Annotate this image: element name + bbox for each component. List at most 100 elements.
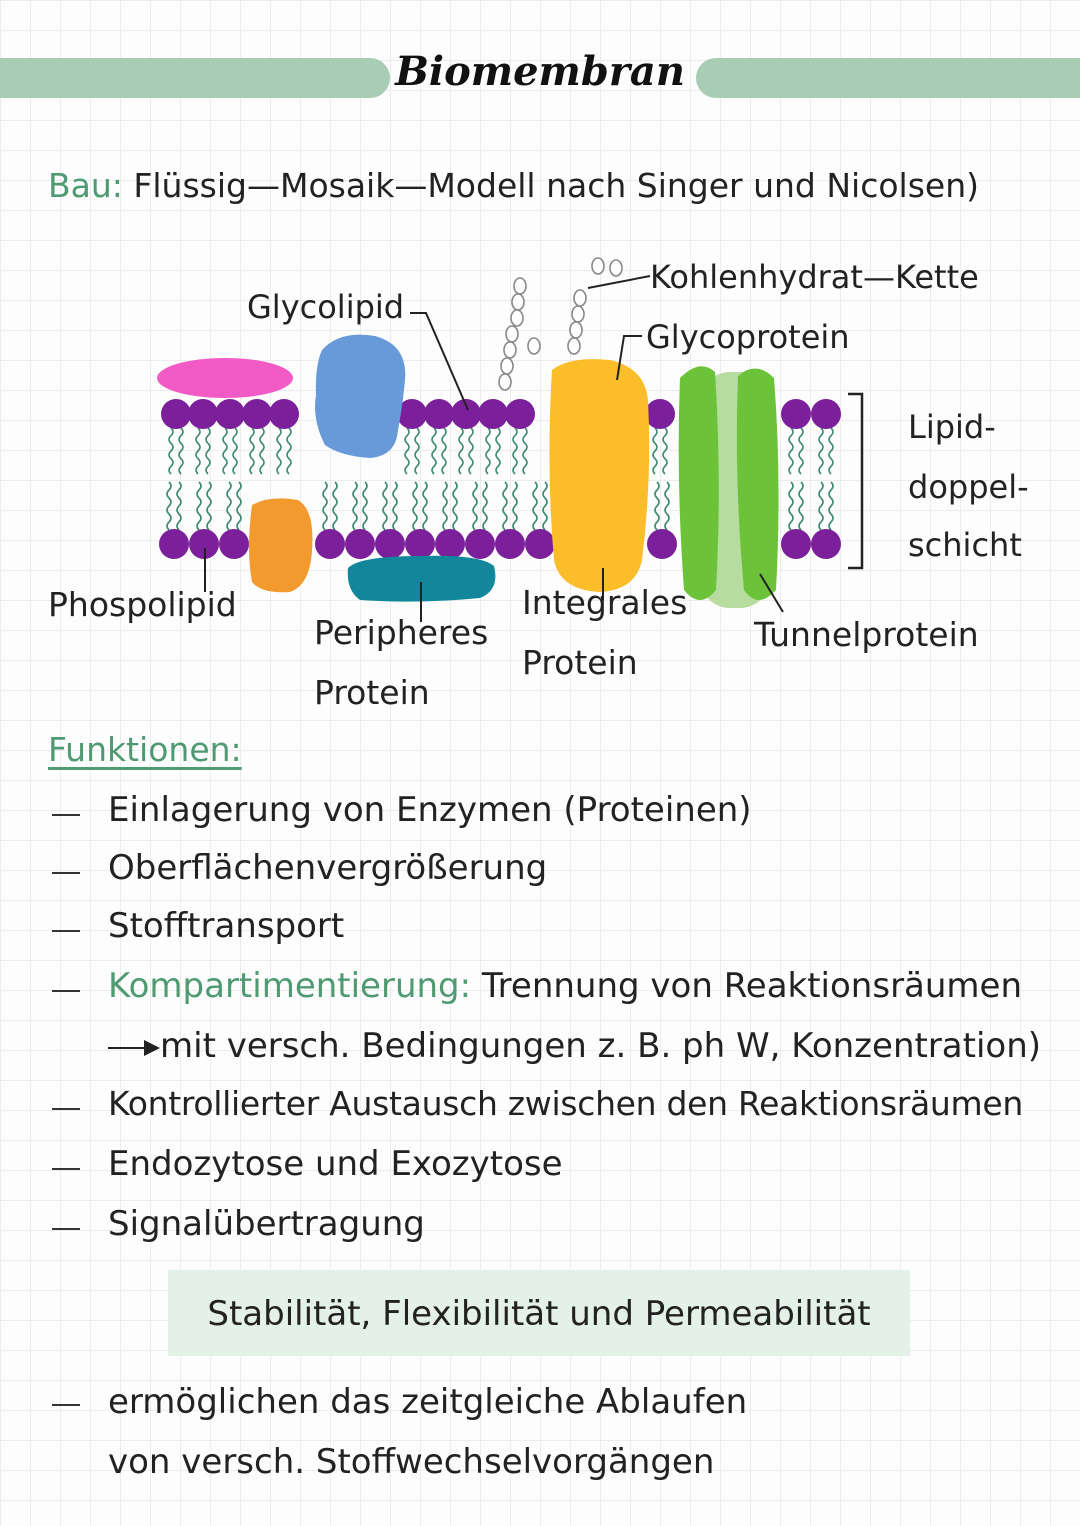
sugar-unit <box>513 277 527 295</box>
highlight-box <box>168 1270 910 1356</box>
functions-heading: Funktionen: <box>48 730 242 769</box>
lipid-head-bottom <box>219 529 249 559</box>
dash-6 <box>52 1168 80 1170</box>
lipid-head-bottom <box>647 529 677 559</box>
teal-peripheral-protein <box>347 555 496 602</box>
title-band-right <box>696 58 1080 98</box>
pink-peripheral-protein <box>157 358 293 398</box>
lipid-head-bottom <box>159 529 189 559</box>
kompartiment-sub-text: mit versch. Bedingungen z. B. ph W, Konz… <box>160 1026 1042 1066</box>
lipid-head-bottom <box>435 529 465 559</box>
lipid-head-bottom <box>345 529 375 559</box>
highlight-text: Stabilität, Flexibilität und Permeabilit… <box>207 1294 871 1334</box>
title-band-left <box>0 58 390 98</box>
lipid-head-top <box>269 399 299 429</box>
sugar-unit <box>505 325 519 343</box>
lipid-tail <box>236 481 242 531</box>
dash-1 <box>52 814 80 816</box>
lipid-tail <box>206 481 212 531</box>
kompartiment-term: Kompartimentierung: <box>108 966 472 1006</box>
function-item-1: Einlagerung von Enzymen (Proteinen) <box>108 790 752 830</box>
lipid-heads <box>159 399 841 559</box>
sugar-unit <box>511 293 525 311</box>
lipid-tail <box>818 481 824 531</box>
lipid-tail <box>414 427 420 475</box>
label-integrales-1: Integrales <box>522 583 687 622</box>
lipid-tail <box>652 427 658 475</box>
lipid-tail <box>828 427 834 475</box>
membrane-diagram: Glycolipid Kohlenhydrat—Kette Glycoprote… <box>48 257 1029 712</box>
orange-protein <box>249 498 313 593</box>
yellow-integral-protein <box>549 359 650 592</box>
tunnel-protein-left <box>678 366 719 600</box>
sugar-unit <box>510 309 524 327</box>
lipid-head-top <box>451 399 481 429</box>
label-lipid-3: schicht <box>908 526 1022 564</box>
lipid-tail <box>798 481 804 531</box>
lipid-tail <box>482 481 488 531</box>
sugar-unit <box>498 373 512 391</box>
sugar-unit <box>503 341 517 359</box>
lipid-tail <box>441 427 447 475</box>
sugar-unit <box>571 305 585 323</box>
arrow-icon <box>108 1038 160 1058</box>
lipid-tail <box>226 481 232 531</box>
lipid-tail <box>222 427 228 475</box>
lipid-head-bottom <box>465 529 495 559</box>
sugar-unit <box>500 357 514 375</box>
lipid-tail <box>422 481 428 531</box>
lipid-tail <box>532 481 538 531</box>
sugar-unit <box>569 321 583 339</box>
lipid-tail <box>382 481 388 531</box>
lipid-head-bottom <box>781 529 811 559</box>
lipid-tail <box>788 481 794 531</box>
sugar-unit <box>609 259 623 277</box>
lipid-head-bottom <box>405 529 435 559</box>
lipid-tail <box>502 481 508 531</box>
lipid-head-top <box>424 399 454 429</box>
sugar-unit <box>573 289 587 307</box>
lipid-head-bottom <box>811 529 841 559</box>
lipid-head-bottom <box>495 529 525 559</box>
lipid-tail <box>512 427 518 475</box>
function-item-5: Kontrollierter Austausch zwischen den Re… <box>108 1084 1023 1123</box>
lipid-head-top <box>811 399 841 429</box>
label-lipid-2: doppel- <box>908 468 1029 506</box>
lipid-tail <box>828 481 834 531</box>
lipid-tail <box>495 427 501 475</box>
lipid-tails <box>166 427 834 531</box>
lipid-tail <box>431 427 437 475</box>
subtitle-prefix: Bau: <box>48 166 123 205</box>
lipid-tail <box>788 427 794 475</box>
blue-protein <box>315 334 406 458</box>
lipid-tail <box>322 481 328 531</box>
subtitle-text: Flüssig—Mosaik—Modell nach Singer und Ni… <box>133 166 979 205</box>
sugar-unit <box>527 337 541 355</box>
bilayer-bracket <box>848 392 864 570</box>
label-kohlenhydrat-kette: Kohlenhydrat—Kette <box>650 258 979 296</box>
dash-7 <box>52 1228 80 1230</box>
lipid-head-bottom <box>189 529 219 559</box>
lipid-head-top <box>478 399 508 429</box>
function-item-3: Stofftransport <box>108 906 345 946</box>
label-integrales-2: Protein <box>522 643 638 682</box>
lipid-tail <box>205 427 211 475</box>
lipid-tail <box>362 481 368 531</box>
kompartiment-text: Trennung von Reaktionsräumen <box>481 966 1023 1006</box>
label-tunnelprotein: Tunnelprotein <box>753 615 979 654</box>
lipid-tail <box>276 427 282 475</box>
lipid-head-top <box>505 399 535 429</box>
lipid-tail <box>195 427 201 475</box>
sugar-unit <box>591 257 605 275</box>
tunnel-protein-right <box>736 368 779 600</box>
lipid-tail <box>352 481 358 531</box>
lipid-head-bottom <box>525 529 555 559</box>
lipid-tail <box>392 481 398 531</box>
lipid-tail <box>404 427 410 475</box>
carbohydrate-chains <box>498 257 623 391</box>
function-item-kompartiment: Kompartimentierung: Trennung von Reaktio… <box>108 966 1022 1006</box>
lipid-tail <box>654 481 660 531</box>
lipid-tail <box>232 427 238 475</box>
lipid-tail <box>452 481 458 531</box>
label-glycoprotein: Glycoprotein <box>646 318 850 356</box>
